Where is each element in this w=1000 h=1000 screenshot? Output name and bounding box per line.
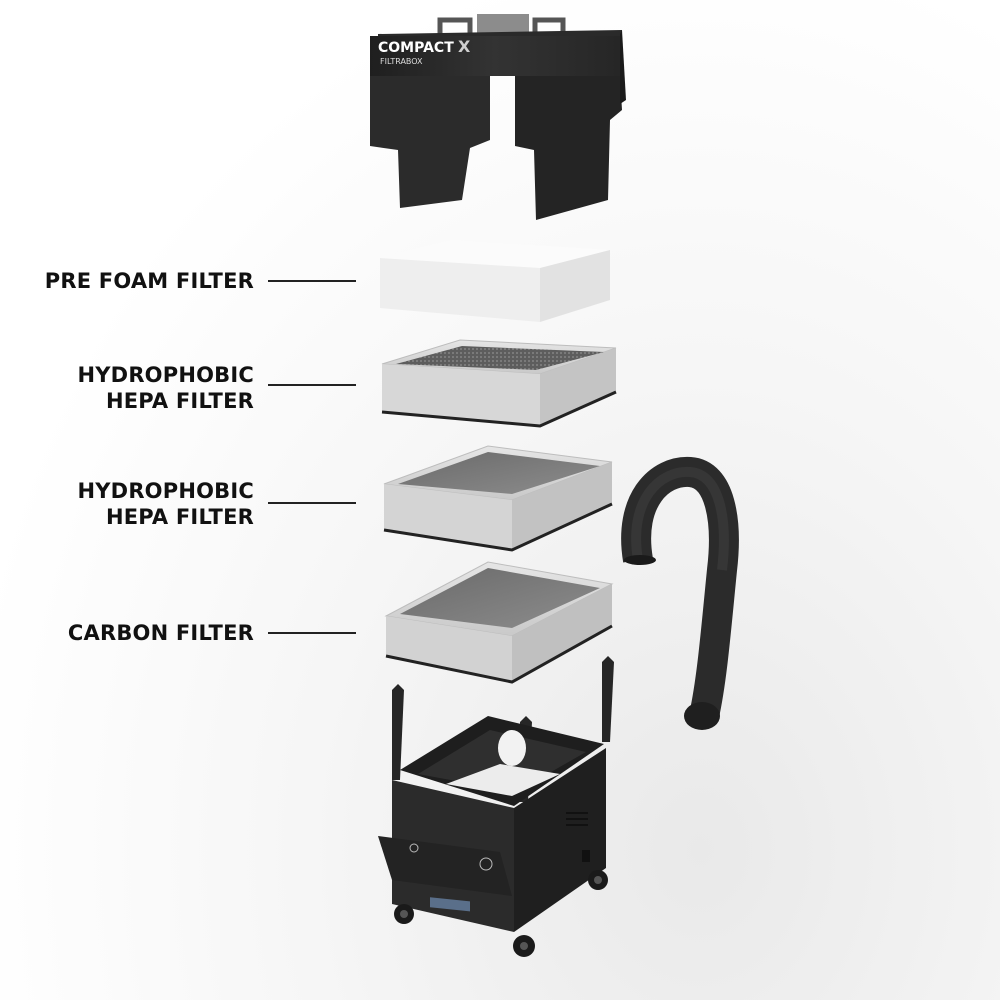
label-pre-foam-filter: PRE FOAM FILTER (44, 269, 254, 293)
hepa-filter-2 (383, 445, 613, 552)
label-carbon-filter: CARBON FILTER (67, 621, 254, 645)
leader-line-pre-foam (268, 280, 356, 282)
carbon-filter (384, 561, 614, 684)
hood-brand-text: COMPACT (378, 40, 454, 56)
leader-line-carbon (268, 632, 356, 634)
label-hepa-filter-2: HYDROPHOBIC HEPA FILTER (77, 479, 254, 529)
display-screen (430, 897, 470, 912)
pre-foam-filter (380, 240, 610, 322)
label-hepa-filter-1: HYDROPHOBIC HEPA FILTER (77, 363, 254, 413)
leader-line-hepa-2 (268, 502, 356, 504)
base-unit (378, 656, 614, 957)
leader-line-hepa-1 (268, 384, 356, 386)
hood-housing: COMPACT X FILTRABOX (370, 14, 626, 220)
hepa-filter-1 (381, 339, 617, 428)
hose-arm (621, 456, 739, 730)
hood-brand-suffix: X (458, 37, 471, 56)
hood-brand-sub: FILTRABOX (380, 57, 423, 66)
